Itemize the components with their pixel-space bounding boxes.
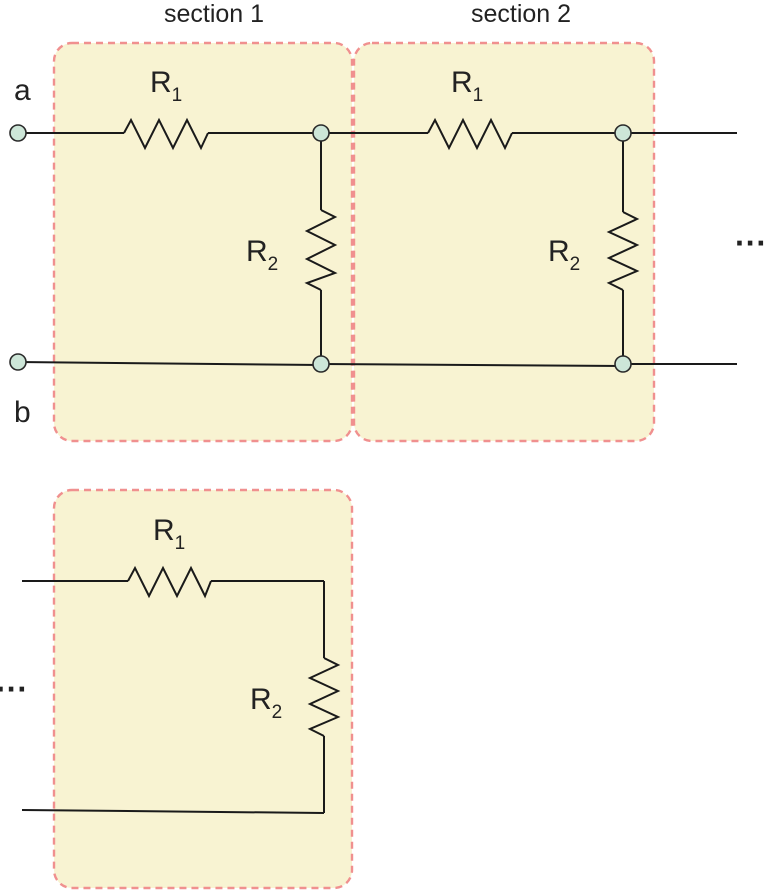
terminal-b-node [9, 353, 27, 371]
junction-node-top-2 [614, 124, 632, 142]
section-2-title: section 2 [471, 0, 571, 28]
terminal-b-label: b [14, 396, 31, 429]
r1-label-section-2: R1 [451, 66, 483, 106]
resistor-r1-section-2 [427, 117, 513, 151]
resistor-r1-last-section [127, 565, 212, 599]
resistor-r1-section-1 [123, 117, 209, 151]
terminal-a-label: a [14, 74, 31, 107]
junction-node-bottom-2 [614, 355, 632, 373]
last-bottom-wire [21, 809, 325, 814]
last-section-wires [21, 580, 325, 814]
resistor-r2-last-section [307, 657, 341, 737]
continuation-dots-right: ··· [735, 225, 767, 261]
top-network-wires [17, 132, 737, 367]
section-1-title: section 1 [164, 0, 264, 28]
section-2-box [352, 41, 656, 443]
section-1-box [52, 41, 354, 443]
bottom-wire-b-to-node [17, 361, 322, 366]
terminal-a-node [9, 124, 27, 142]
junction-node-bottom-1 [312, 355, 330, 373]
continuation-dots-left: ··· [0, 671, 28, 707]
junction-node-top-1 [312, 124, 330, 142]
r2-label-last-section: R2 [250, 683, 282, 723]
resistor-r2-section-2 [606, 211, 640, 291]
resistor-r2-section-1 [304, 209, 338, 291]
bottom-wire-mid [320, 363, 624, 367]
r2-label-section-2: R2 [548, 235, 580, 275]
r1-label-last-section: R1 [153, 514, 185, 554]
r2-label-section-1: R2 [246, 235, 278, 275]
r1-label-section-1: R1 [150, 66, 182, 106]
bottom-section-box [52, 488, 354, 890]
